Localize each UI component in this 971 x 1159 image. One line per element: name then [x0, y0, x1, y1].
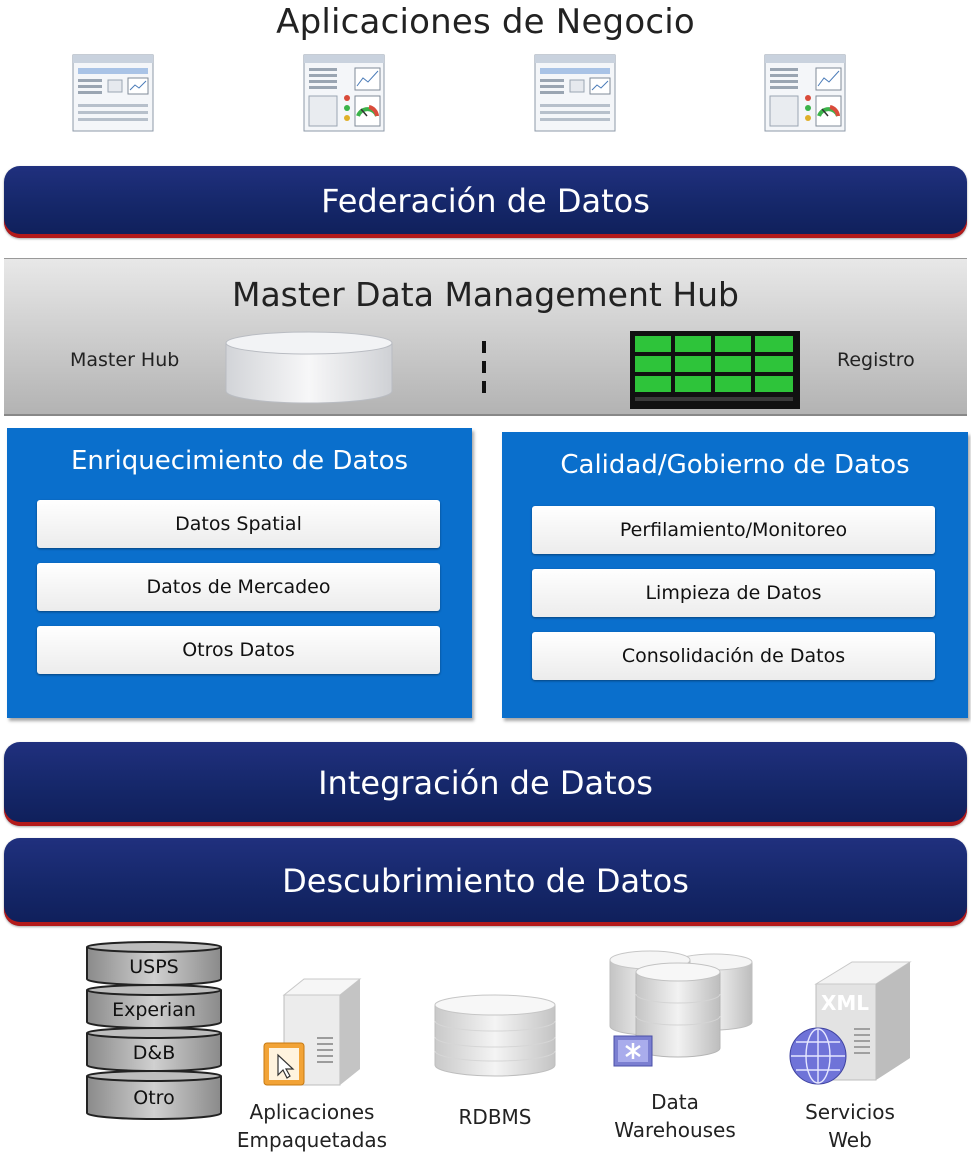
- enrichment-item: Datos Spatial: [37, 500, 440, 548]
- hub-divider: [482, 341, 486, 401]
- data-provider-stack: USPS Experian D&B Otro: [84, 941, 224, 1126]
- web-label-line-1: Servicios: [805, 1100, 895, 1124]
- business-app-window-icon: [534, 54, 616, 132]
- data-warehouses-label: Data Warehouses: [600, 1088, 750, 1144]
- disk-stack-icon: [86, 941, 222, 1120]
- mdm-hub-panel: Master Data Management Hub Master Hub Re…: [4, 258, 967, 416]
- warehouses-label-line-2: Warehouses: [614, 1118, 736, 1142]
- stack-label-other: Otro: [133, 1087, 175, 1109]
- rdbms-label: RDBMS: [458, 1105, 532, 1129]
- discovery-band: Descubrimiento de Datos: [4, 838, 967, 926]
- warehouses-label-line-1: Data: [651, 1090, 699, 1114]
- web-services-label: Servicios Web: [790, 1098, 910, 1154]
- master-hub-label: Master Hub: [70, 349, 180, 371]
- stack-label-experian: Experian: [112, 999, 196, 1021]
- packaged-apps-label: Aplicaciones Empaquetadas: [232, 1098, 392, 1154]
- quality-panel: Calidad/Gobierno de Datos Perfilamiento/…: [502, 432, 968, 718]
- master-hub-cylinder-icon: [225, 331, 393, 404]
- page-title: Aplicaciones de Negocio: [276, 2, 695, 42]
- stack-label-usps: USPS: [129, 956, 179, 978]
- quality-item: Perfilamiento/Monitoreo: [532, 506, 935, 554]
- hub-title: Master Data Management Hub: [231, 275, 740, 314]
- discovery-label: Descubrimiento de Datos: [282, 862, 689, 900]
- dashboard-app-window-icon: [764, 54, 846, 132]
- enrichment-item: Otros Datos: [37, 626, 440, 674]
- registry-label: Registro: [837, 349, 915, 371]
- registry-grid-icon: [630, 331, 800, 409]
- database-icon: [434, 994, 556, 1077]
- enrichment-item: Datos de Mercadeo: [37, 563, 440, 611]
- federation-band: Federación de Datos: [4, 166, 967, 238]
- packaged-label-line-2: Empaquetadas: [236, 1128, 388, 1152]
- integration-label: Integración de Datos: [318, 764, 653, 802]
- federation-label: Federación de Datos: [321, 182, 650, 220]
- xml-web-service-icon: XML: [789, 961, 912, 1085]
- packaged-label-line-1: Aplicaciones: [249, 1100, 375, 1124]
- data-warehouse-icon: [609, 950, 753, 1067]
- server-app-icon: [263, 978, 362, 1086]
- integration-band: Integración de Datos: [4, 742, 967, 826]
- business-app-window-icon: [72, 54, 154, 132]
- quality-item: Consolidación de Datos: [532, 632, 935, 680]
- xml-text: XML: [821, 991, 869, 1015]
- dashboard-app-window-icon: [303, 54, 385, 132]
- enrichment-title: Enriquecimiento de Datos: [70, 446, 409, 476]
- quality-title: Calidad/Gobierno de Datos: [560, 450, 910, 480]
- stack-label-db: D&B: [132, 1042, 176, 1064]
- quality-item: Limpieza de Datos: [532, 569, 935, 617]
- web-label-line-2: Web: [828, 1128, 872, 1152]
- enrichment-panel: Enriquecimiento de Datos Datos Spatial D…: [7, 428, 472, 718]
